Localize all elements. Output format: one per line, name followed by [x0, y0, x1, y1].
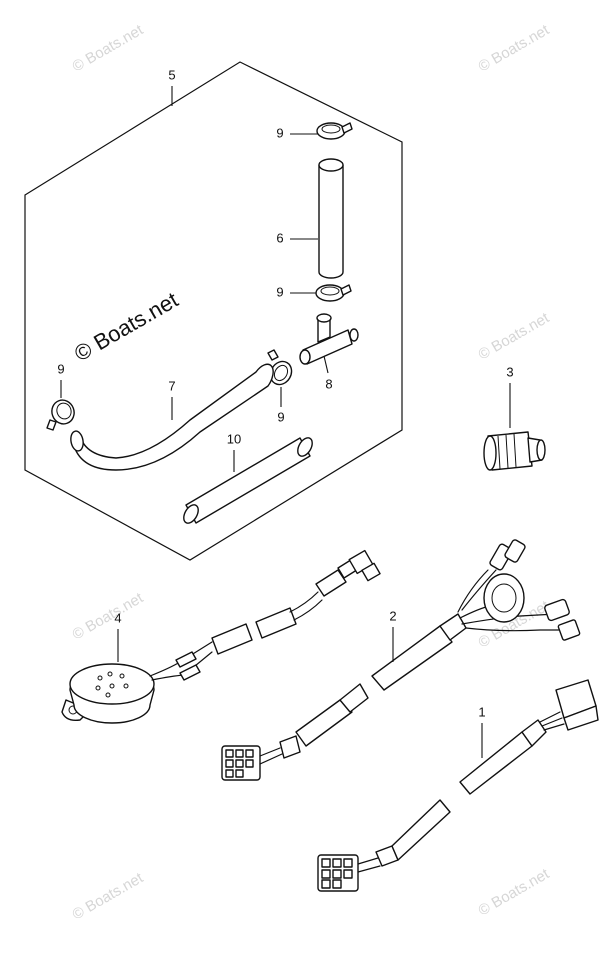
- callout-9-mid: 9: [276, 284, 316, 299]
- watermark-text: © Boats.net: [476, 21, 553, 75]
- watermark-text: © Boats.net: [476, 309, 553, 363]
- callout-6-label: 6: [276, 230, 283, 245]
- callout-5-label: 5: [168, 67, 175, 82]
- callout-9-mid-label: 9: [276, 284, 283, 299]
- t-joint-8: [299, 313, 359, 365]
- sensor-harness-4: [61, 549, 381, 724]
- callout-2-label: 2: [389, 608, 396, 623]
- callout-9-top-label: 9: [276, 125, 283, 140]
- watermark-text: © Boats.net: [70, 869, 147, 923]
- callout-8: 8: [323, 355, 333, 391]
- callout-7: 7: [168, 378, 176, 420]
- watermark-text: © Boats.net: [70, 589, 147, 643]
- callout-9-low-label: 9: [277, 409, 284, 424]
- callout-4-label: 4: [114, 610, 121, 625]
- watermark-text: © Boats.net: [476, 865, 553, 919]
- watermark-layer: © Boats.net © Boats.net © Boats.net © Bo…: [70, 21, 553, 923]
- callout-8-label: 8: [325, 376, 332, 391]
- callout-2: 2: [389, 608, 397, 662]
- callout-1-label: 1: [478, 704, 485, 719]
- threaded-fitting-3: [483, 431, 546, 471]
- harness-1: [317, 679, 599, 892]
- callout-6: 6: [276, 230, 318, 245]
- hose-clamp-top: [316, 122, 353, 140]
- callout-1: 1: [478, 704, 486, 758]
- kit-outline-box: [24, 61, 403, 561]
- callout-9-low: 9: [277, 387, 285, 424]
- callout-5: 5: [168, 67, 176, 106]
- callout-7-label: 7: [168, 378, 175, 393]
- hose-10: [183, 437, 313, 524]
- hose-clamp-mid: [315, 284, 352, 302]
- callout-10: 10: [227, 431, 241, 472]
- callout-9-top: 9: [276, 125, 318, 140]
- bent-hose-7: [70, 363, 274, 471]
- callout-4: 4: [114, 610, 122, 662]
- callout-9-left: 9: [57, 361, 65, 398]
- hose-clamp-left: [46, 399, 75, 431]
- watermark-text: © Boats.net: [70, 21, 147, 75]
- callout-9-left-label: 9: [57, 361, 64, 376]
- callout-3-label: 3: [506, 364, 513, 379]
- fuel-hose-6: [318, 158, 344, 279]
- main-harness-2: [221, 539, 581, 781]
- watermark-text-large: © Boats.net: [70, 287, 182, 366]
- callout-10-label: 10: [227, 431, 241, 446]
- callout-3: 3: [506, 364, 514, 428]
